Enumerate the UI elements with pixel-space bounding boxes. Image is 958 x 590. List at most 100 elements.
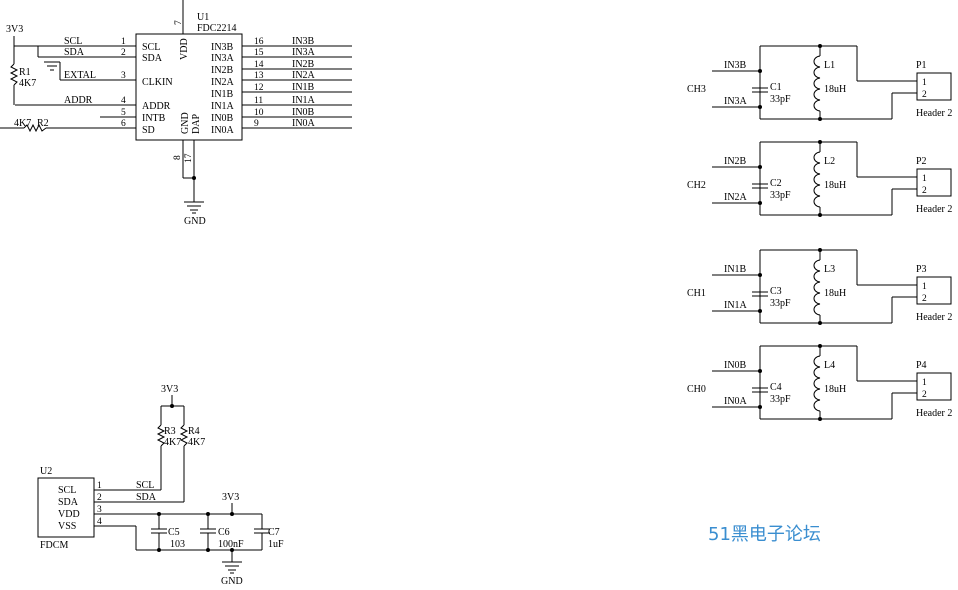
u1-right-pin-12: 12 IN1B IN1B — [211, 82, 352, 100]
cap-designator: C3 — [770, 286, 782, 297]
c7-value: 1uF — [268, 539, 284, 550]
u1-pin-num: 5 — [121, 108, 126, 118]
cap-value: 33pF — [770, 94, 791, 105]
net-label-in-a: IN0A — [724, 396, 748, 407]
u1-pin17-num: 17 — [184, 153, 194, 163]
u2-ground-label: GND — [221, 576, 243, 587]
inductor-coil — [813, 55, 821, 112]
header-body — [916, 72, 952, 101]
header-pin1: 1 — [922, 174, 927, 184]
inductor-designator: L2 — [824, 156, 835, 167]
inductor-coil — [813, 355, 821, 412]
u1-net-label: IN1B — [292, 82, 315, 93]
inductor-designator: L3 — [824, 264, 835, 275]
inductor-value: 18uH — [824, 180, 846, 191]
r1-supply-label: 3V3 — [6, 24, 23, 35]
r1-designator: R1 — [19, 67, 31, 78]
header-pin1: 1 — [922, 78, 927, 88]
u1-ground-symbol — [184, 201, 204, 214]
header-type: Header 2 — [916, 408, 952, 419]
c5-designator: C5 — [168, 527, 180, 538]
u1-pin-num: 14 — [254, 60, 264, 70]
header-designator: P1 — [916, 60, 927, 71]
u2-designator: U2 — [40, 466, 52, 477]
header-pin1: 1 — [922, 378, 927, 388]
channel-label: CH0 — [687, 384, 706, 395]
c7-designator: C7 — [268, 527, 280, 538]
u1-pin-num: 11 — [254, 96, 263, 106]
net-label-in-a: IN2A — [724, 192, 748, 203]
u2-net-label: SDA — [136, 492, 157, 503]
r1-value: 4K7 — [19, 78, 36, 89]
u1-pin7-name: VDD — [179, 38, 190, 60]
u2-pin-name: VDD — [58, 509, 80, 520]
u1-pin-num: 2 — [121, 48, 126, 58]
u1-left-pin-2: 2 SDA SDA — [38, 47, 163, 64]
u1-left-pin-1: 1 SCL SCL — [38, 36, 160, 53]
header-body — [916, 168, 952, 197]
inductor-value: 18uH — [824, 84, 846, 95]
r3-designator: R3 — [164, 426, 176, 437]
c7-capacitor: C7 1uF — [254, 514, 284, 550]
u2-pin-name: SDA — [58, 497, 79, 508]
inductor-coil — [813, 259, 821, 316]
u1-pin-num: 3 — [121, 71, 126, 81]
u1-left-pin-4: 4 ADDR ADDR — [15, 95, 171, 112]
u1-net-label: IN2A — [292, 70, 316, 81]
u1-net-label: IN2B — [292, 59, 315, 70]
inductor-value: 18uH — [824, 384, 846, 395]
u1-pin-num: 16 — [254, 37, 264, 47]
net-label-in-a: IN1A — [724, 300, 748, 311]
u1-right-pin-11: 11 IN1A IN1A — [211, 95, 352, 112]
u2-part: FDCM — [40, 540, 68, 551]
u2-pin-num: 2 — [97, 493, 102, 503]
decoupling-caps: 3V3 C5 103 C6 100nF C7 — [151, 492, 284, 587]
u1-pin-num: 6 — [121, 119, 126, 129]
header-pin2: 2 — [922, 294, 927, 304]
u1-pin-name: SDA — [142, 53, 163, 64]
u1-right-pin-13: 13 IN2A IN2A — [211, 70, 352, 88]
u2-pin-name: SCL — [58, 485, 76, 496]
u1-body — [135, 33, 243, 141]
inductor-value: 18uH — [824, 288, 846, 299]
u1-net-label: ADDR — [64, 95, 93, 106]
u1-right-pin-16: 16 IN3B IN3B — [211, 36, 352, 53]
channel-label: CH1 — [687, 288, 706, 299]
inductor-designator: L1 — [824, 60, 835, 71]
r3-resistor-symbol — [156, 424, 166, 447]
u1-net-label: EXTAL — [64, 70, 96, 81]
u1-pin17-name: DAP — [191, 114, 202, 134]
u1-right-pin-10: 10 IN0B IN0B — [211, 107, 352, 124]
u2-pin-num: 3 — [97, 505, 102, 515]
header-pin2: 2 — [922, 186, 927, 196]
u1-right-pin-14: 14 IN2B IN2B — [211, 59, 352, 76]
header-designator: P4 — [916, 360, 927, 371]
u2-pin-num: 1 — [97, 481, 102, 491]
r2-designator: R2 — [37, 118, 49, 129]
r1-resistor-symbol — [9, 63, 19, 86]
u1-pin-name: ADDR — [142, 101, 171, 112]
header-body — [916, 276, 952, 305]
r3-r4-pullups: 3V3 R3 4K7 R4 4K7 — [156, 384, 205, 502]
net-label-in-b: IN3B — [724, 60, 747, 71]
u1-net-label: SDA — [64, 47, 85, 58]
cap-designator: C2 — [770, 178, 782, 189]
u1-pin-num: 1 — [121, 37, 126, 47]
u1-pin-num: 12 — [254, 83, 264, 93]
u1-fdc2214: U1 FDC2214 7 VDD 8 17 GND DAP GND 1 SCL … — [15, 0, 352, 227]
u2-fdcm: U2 FDCM SCL SDA VDD VSS 1 2 3 4 SCL SDA — [37, 466, 262, 551]
u1-net-label: IN1A — [292, 95, 316, 106]
u1-pin-name: SCL — [142, 42, 160, 53]
u1-pin-name: IN0A — [211, 125, 235, 136]
u2-ground-symbol — [222, 561, 242, 574]
u1-net-label: IN3A — [292, 47, 316, 58]
u1-pin7-num: 7 — [174, 20, 184, 25]
forum-watermark: 51黑电子论坛 — [708, 524, 821, 545]
c6-capacitor: C6 100nF — [200, 512, 244, 552]
u1-net-label: IN0A — [292, 118, 316, 129]
net-label-in-b: IN2B — [724, 156, 747, 167]
u1-part: FDC2214 — [197, 23, 236, 34]
